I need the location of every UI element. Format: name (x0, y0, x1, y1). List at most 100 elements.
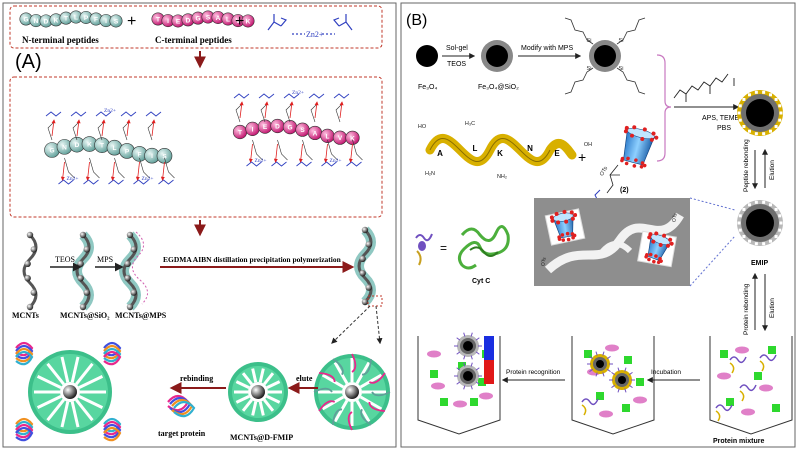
hydroxyl (639, 164, 644, 169)
protein-strand (103, 350, 122, 366)
protein-recognition-label: Protein recognition (506, 369, 561, 376)
magnet-north (484, 336, 494, 360)
bead-letter: A (313, 130, 318, 137)
side-chain (285, 103, 293, 123)
complex-box (9, 76, 383, 218)
fe3o4-label: Fe₃O₄ (418, 84, 437, 91)
hydroxyl (630, 133, 635, 138)
ots-label: OTs (599, 166, 609, 178)
imprint-site (737, 221, 741, 225)
pore (75, 398, 94, 422)
bound-protein (470, 385, 473, 390)
protein-glyph (739, 384, 757, 392)
bead-letter: N (34, 18, 39, 25)
peptide-in-pore (313, 387, 333, 393)
red-arrow (314, 101, 319, 119)
green-square (458, 362, 466, 370)
red-arrow (339, 101, 344, 119)
imprint-site (762, 242, 766, 246)
bead-letter: T (238, 130, 242, 137)
bead-letter: G (49, 148, 54, 155)
cnt-bead (126, 231, 134, 239)
cnt-bead (24, 275, 31, 282)
red-arrow (160, 161, 165, 181)
hydroxyl (648, 232, 653, 237)
modify-label: Modify with MPS (521, 45, 573, 52)
bound-protein (470, 355, 473, 360)
green-square (768, 346, 776, 354)
bead-letter: K (87, 142, 92, 149)
bound-protein (470, 332, 473, 337)
bound-protein (475, 337, 480, 341)
target-protein (173, 400, 196, 418)
side-chain (327, 139, 338, 161)
incubation-label: Incubation (651, 369, 681, 376)
imprint-site (738, 118, 742, 122)
acrylate (271, 161, 287, 167)
peptide-in-pore (319, 372, 336, 383)
elution-label-1: Elution (769, 160, 776, 180)
red-arrow (298, 143, 303, 163)
bound-protein (624, 367, 627, 372)
bound-protein (456, 381, 461, 385)
core-ball (251, 385, 265, 399)
red-arrow (60, 161, 65, 181)
side-chain (302, 139, 313, 161)
side-chain (147, 121, 155, 141)
zn-label-small: Zn2+ (142, 176, 154, 182)
side-chain (122, 121, 130, 141)
n-terminal-label: N-terminal peptides (22, 35, 99, 45)
pink-bracket (656, 54, 672, 162)
bound-protein (456, 337, 461, 341)
acrylate (321, 161, 337, 167)
pore (70, 356, 80, 383)
bead-letter: D (44, 18, 49, 25)
acrylate (246, 161, 262, 167)
pore (321, 373, 345, 389)
protein-strand (15, 341, 34, 357)
protein-glyph (729, 356, 747, 364)
elution-label-2: Elution (769, 298, 776, 318)
imprint-site (769, 239, 772, 243)
cytc-fold-2 (469, 246, 499, 257)
fe3o4-sio2-label: Fe₃O₄@SiO₂ (478, 84, 519, 91)
protein-glyph-tail (715, 410, 721, 422)
bound-protein (456, 351, 461, 355)
cnt-bead (83, 246, 91, 253)
acrylate (70, 111, 87, 117)
cnt-bead (83, 289, 91, 296)
hydroxyl (569, 210, 574, 215)
hydroxyl (642, 127, 647, 132)
pore (333, 399, 349, 423)
zoom-ribbon-2 (597, 241, 633, 257)
bead (241, 14, 255, 28)
bound-protein (456, 367, 461, 371)
bead-letter: D (75, 142, 80, 149)
bound-protein (463, 362, 466, 367)
zn-label-small: Zn2+ (104, 108, 116, 114)
pep-letter: A (437, 149, 443, 158)
hydroxyl (658, 256, 662, 261)
compound-2-label: (2) (620, 187, 629, 194)
hydroxyl (550, 218, 555, 223)
acrylate (58, 179, 74, 185)
pink-oval (717, 372, 731, 380)
zoom-line-right (375, 305, 383, 345)
emip-particle (737, 200, 783, 246)
imprint-site (742, 234, 746, 238)
protein-strand (15, 417, 34, 433)
bound-protein (617, 388, 620, 393)
pore (241, 372, 253, 386)
hydroxyl (626, 156, 630, 161)
green-square (478, 378, 486, 386)
tube (357, 228, 373, 304)
green-square (772, 404, 780, 412)
bound-protein (470, 362, 473, 367)
cnt-bead (359, 255, 366, 262)
acrylate (233, 93, 250, 99)
hydroxyl (656, 260, 661, 265)
acrylate (333, 93, 350, 99)
pore (266, 380, 281, 390)
